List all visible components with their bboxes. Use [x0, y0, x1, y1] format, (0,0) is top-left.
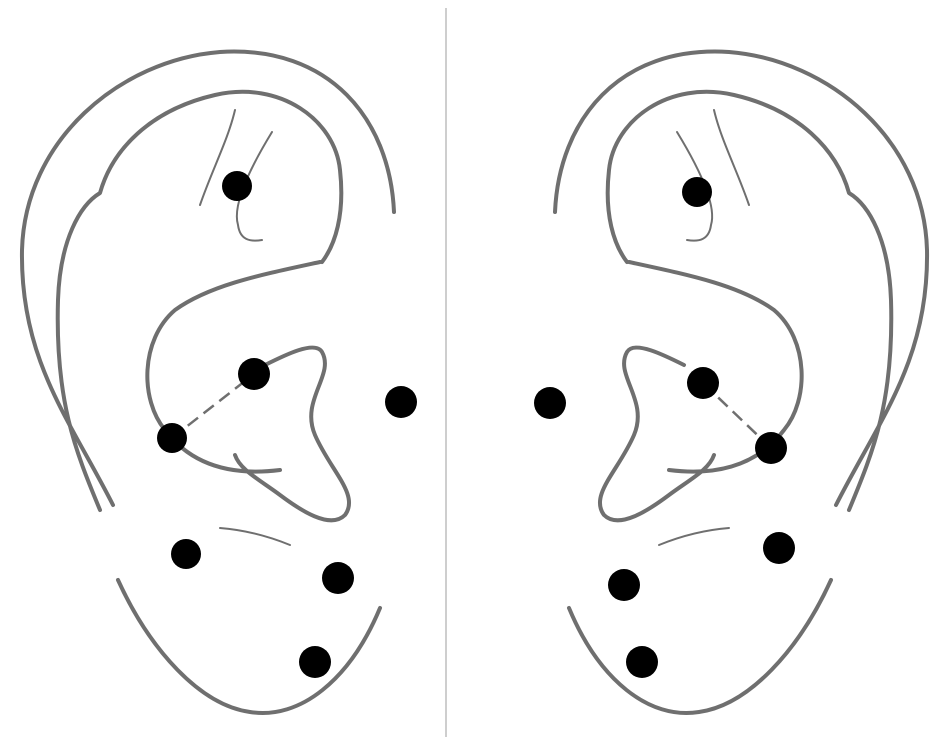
- right-ear-helix: [555, 52, 927, 505]
- right-point-lobe-mid: [608, 569, 640, 601]
- right-ear: [534, 52, 927, 713]
- right-ear-lobe: [569, 580, 831, 713]
- right-point-lobe-bottom: [626, 646, 658, 678]
- left-point-concha-upper: [238, 358, 270, 390]
- left-ear-helix: [22, 52, 394, 505]
- left-ear-lobe-crease: [220, 528, 290, 545]
- left-ear: [22, 52, 417, 713]
- right-ear-lobe-crease: [659, 528, 729, 545]
- left-point-pretragus: [385, 386, 417, 418]
- left-point-concha-lower: [157, 423, 187, 453]
- right-point-lobe-upper: [763, 532, 795, 564]
- right-point-pretragus: [534, 387, 566, 419]
- left-point-lobe-right: [322, 562, 354, 594]
- right-point-concha-upper: [687, 367, 719, 399]
- left-point-lobe-left: [171, 539, 201, 569]
- left-point-lobe-bottom: [299, 646, 331, 678]
- right-point-fossa: [682, 177, 712, 207]
- right-ear-antihelix: [608, 92, 892, 510]
- left-point-fossa: [222, 171, 252, 201]
- left-ear-antihelix: [58, 92, 342, 510]
- left-ear-lobe: [118, 580, 380, 713]
- right-ear-fossa-line-1: [714, 110, 749, 205]
- right-point-concha-lower: [755, 432, 787, 464]
